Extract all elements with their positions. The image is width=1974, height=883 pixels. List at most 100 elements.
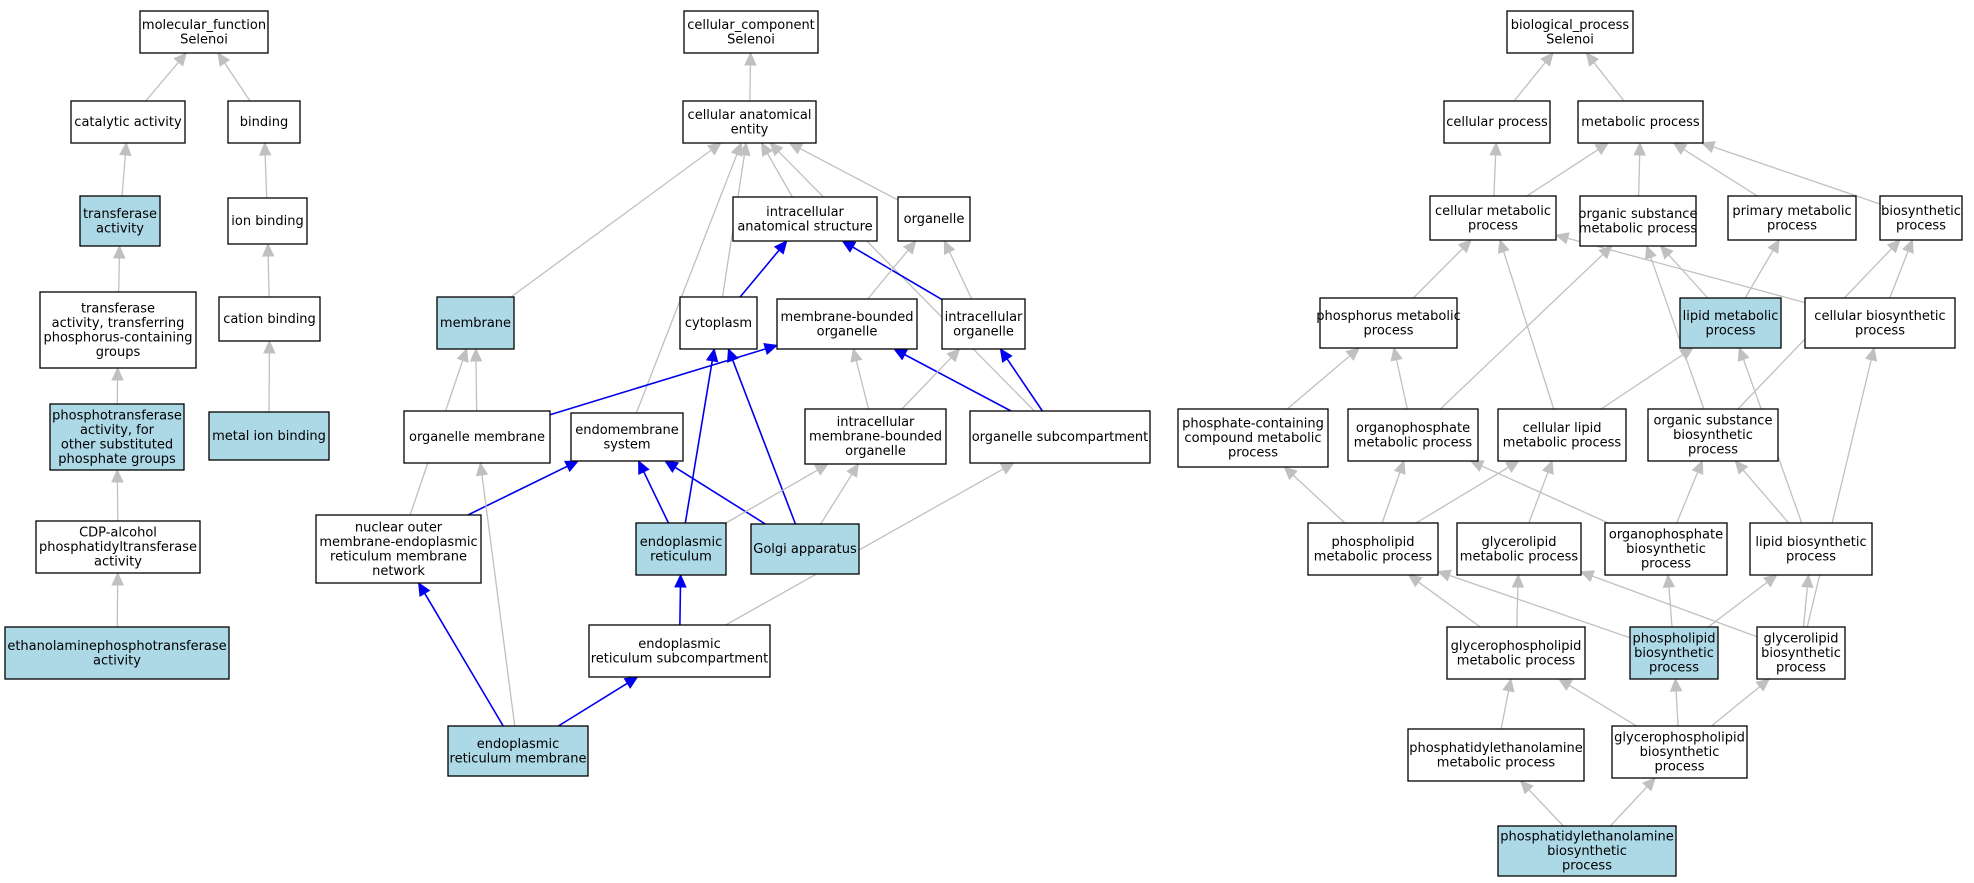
go-term-box (1347, 408, 1479, 462)
go-term-box (804, 408, 947, 465)
arrowhead-icon (475, 461, 489, 477)
edge-organophos_biosynth-to-organophos_metab (1469, 460, 1609, 524)
edge-metal_ion-to-cation_binding (263, 339, 276, 413)
edge-line (1713, 146, 1881, 205)
go-term-label: biosynthetic (1640, 745, 1720, 760)
edge-cation_binding-to-ion_binding (261, 242, 275, 298)
go-term-box (1604, 522, 1728, 576)
arrowhead-icon (113, 244, 126, 259)
go-term-label: activity (93, 653, 141, 668)
go-term-label: reticulum (650, 549, 712, 564)
go-term-label: phospholipid (1632, 632, 1715, 647)
edge-line (1415, 466, 1509, 524)
edge-line (267, 255, 270, 298)
edge-er-to-cytoplasm (684, 347, 719, 524)
arrowhead-icon (638, 459, 650, 475)
go-term-box (732, 196, 878, 242)
edge-line (481, 474, 516, 727)
arrowhead-icon (1540, 52, 1554, 67)
arrowhead-icon (1504, 460, 1520, 473)
arrowhead-icon (1469, 460, 1485, 472)
edge-line (643, 471, 670, 524)
arrowhead-icon (893, 348, 909, 361)
go-term-label: entity (731, 122, 769, 137)
arrowhead-icon (469, 347, 483, 362)
edge-intra_org-to-intra_struct (841, 240, 943, 301)
go-term-box (1579, 195, 1697, 247)
arrowhead-icon (1633, 141, 1646, 156)
edge-line (224, 62, 251, 102)
edge-line (1650, 257, 1705, 410)
arrowhead-icon (263, 339, 276, 354)
edge-glycerophos_metab-to-glycerolipid_metab (1511, 573, 1525, 628)
arrowhead-icon (418, 581, 431, 597)
go-term-label: cellular process (1446, 115, 1548, 130)
go-term-label: network (372, 564, 425, 579)
go-term-label: process (1767, 218, 1817, 233)
arrowhead-icon (1579, 570, 1595, 583)
arrowhead-icon (564, 460, 580, 473)
edge-intra_mb_org-to-mem_bounded (850, 347, 870, 410)
edge-phosphorus_metab-to-cell_metab (1412, 239, 1472, 299)
edge-line (467, 465, 568, 516)
edge-line (1707, 581, 1768, 628)
arrowhead-icon (727, 347, 739, 363)
edge-line (1528, 471, 1549, 524)
arrowhead-icon (1886, 239, 1901, 254)
arrowhead-icon (1511, 573, 1525, 588)
arrowhead-icon (456, 347, 469, 363)
arrowhead-icon (1691, 459, 1704, 475)
go-term-label: process (1706, 323, 1756, 338)
go-term-box (208, 411, 330, 461)
edge-glycerophos_biosynth-to-phospholipid_biosynth (1669, 677, 1683, 727)
arrowhead-icon (1541, 459, 1554, 475)
go-term-organelle: organelle (897, 196, 971, 242)
go-term-box (969, 410, 1151, 464)
go-term-box (897, 196, 971, 242)
edge-org_subcomp-to-cae (769, 142, 1035, 412)
edge-line (1742, 469, 1790, 524)
go-term-box (1804, 297, 1956, 349)
go-term-label: glycerolipid (1481, 535, 1556, 550)
go-term-label: catalytic activity (74, 115, 182, 130)
edge-cae-to-cc (744, 51, 757, 102)
go-term-box (139, 10, 269, 54)
go-term-label: membrane-endoplasmic (319, 535, 477, 550)
go-term-label: organelle membrane (409, 430, 545, 445)
go-term-label: biosynthetic (1547, 844, 1627, 859)
edge-phospholipid_metab-to-cell_lipid_metab (1415, 460, 1520, 524)
go-term-label: Golgi apparatus (753, 542, 857, 557)
go-term-label: intracellular (766, 205, 844, 220)
edge-pe_metab-to-glycerophos_metab (1500, 677, 1515, 730)
edge-er_subcomp-to-er (674, 573, 687, 626)
edge-line (145, 61, 180, 102)
edge-lipid_metab-to-prim_metab (1744, 238, 1780, 299)
edge-phosphotransferase-to-transferase_p (111, 366, 124, 405)
go-term-label: organelle (904, 212, 965, 227)
go-term-label: cellular metabolic (1435, 204, 1551, 219)
edge-line (1802, 586, 1808, 628)
edge-glycerophos_biosynth-to-glycerolipid_biosynth (1710, 678, 1771, 727)
go-term-cell-proc: cellular process (1443, 100, 1551, 144)
go-term-label: phosphate-containing (1182, 417, 1324, 432)
arrowhead-icon (1659, 245, 1674, 260)
go-term-label: reticulum subcompartment (591, 651, 769, 666)
go-term-catalytic: catalytic activity (70, 100, 186, 144)
go-term-label: activity, transferring (52, 316, 185, 331)
edge-intra_org-to-organelle (943, 239, 973, 300)
go-term-label: glycerophospholipid (1614, 731, 1745, 746)
go-term-label: phosphatidyltransferase (39, 540, 197, 555)
edge-organophos_metab-to-phosphorus_metab (1390, 346, 1408, 410)
edge-intra_struct-to-cae (760, 141, 793, 198)
go-term-label: organic substance (1654, 414, 1773, 429)
edge-line (1675, 690, 1679, 727)
